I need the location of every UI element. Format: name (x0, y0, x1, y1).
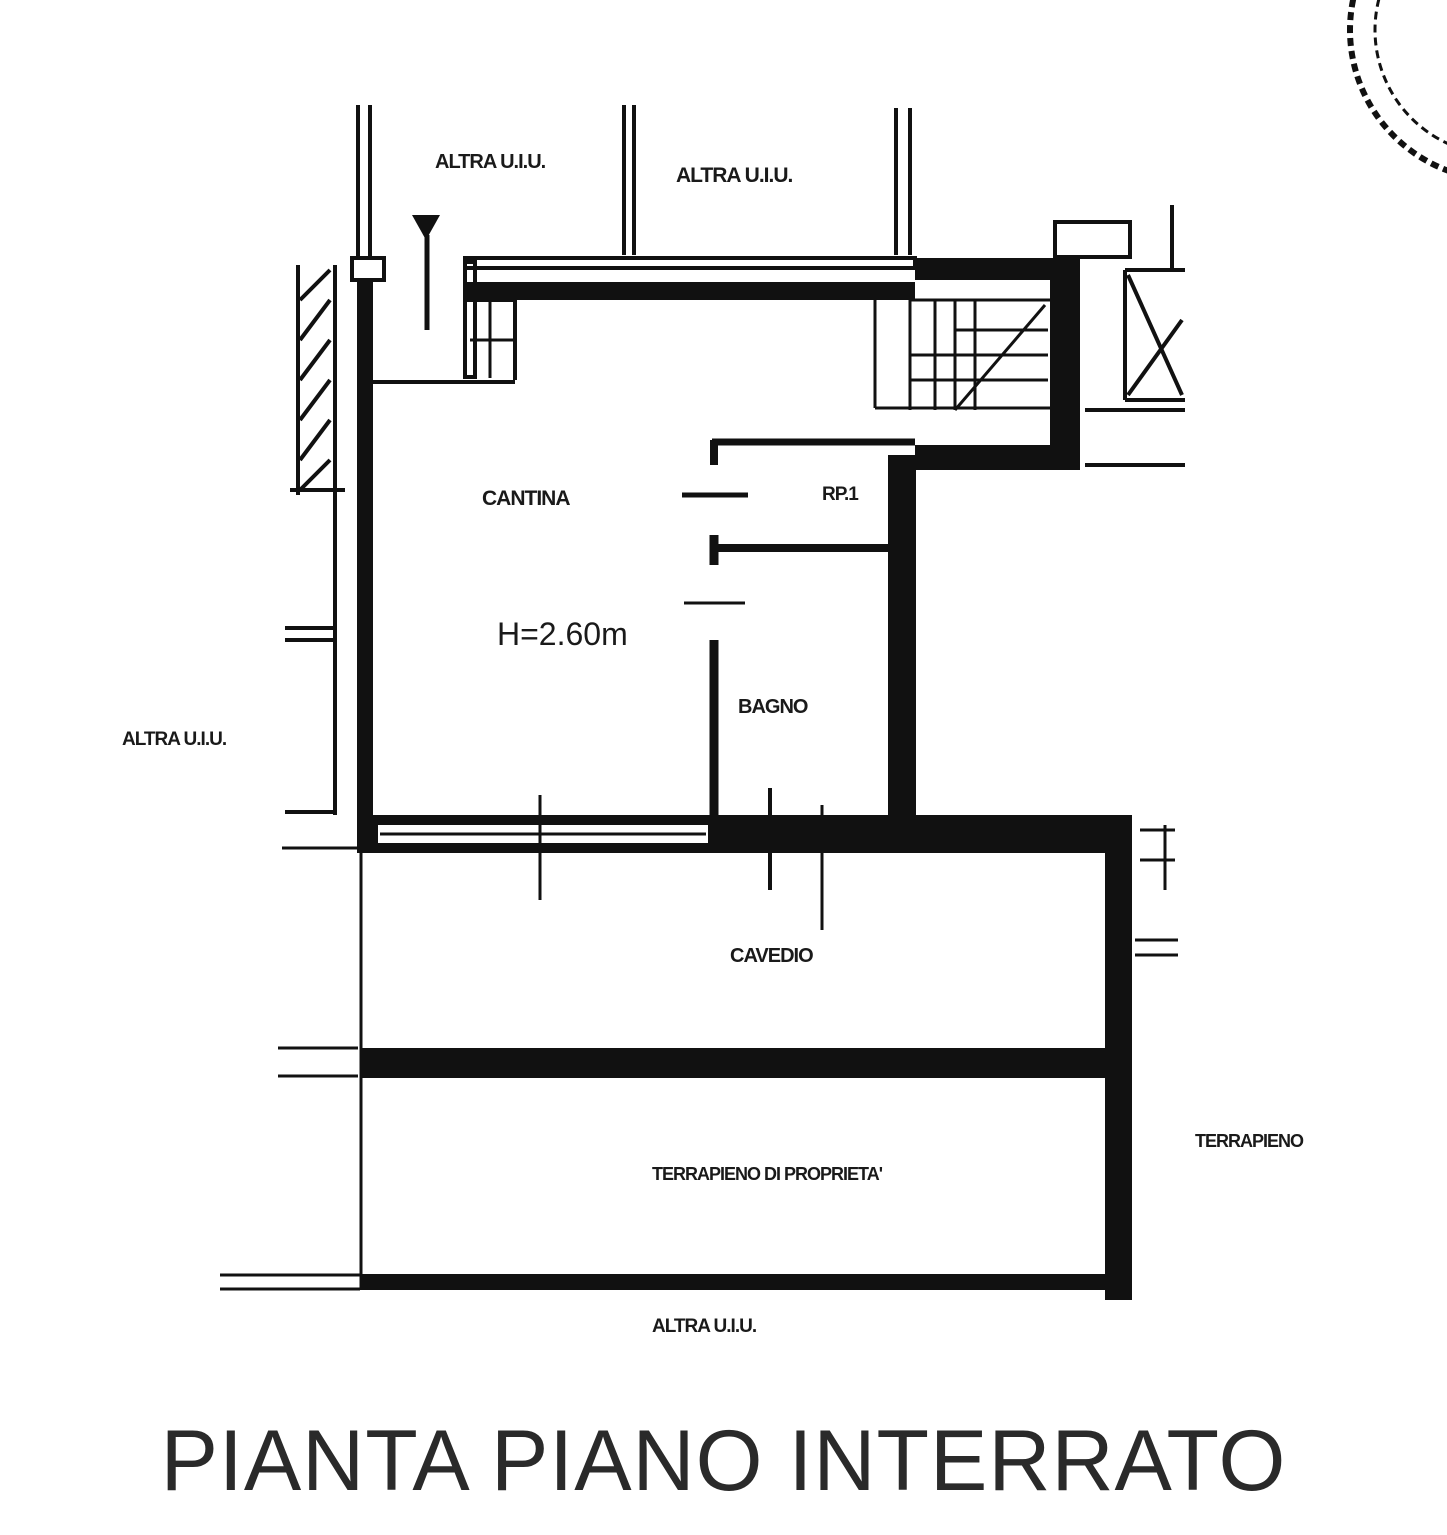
label-altra-uiu-bottom: ALTRA U.I.U. (652, 1316, 756, 1337)
label-altra-uiu-left: ALTRA U.I.U. (122, 729, 226, 750)
left-neighbor-stair (285, 265, 345, 815)
label-height: H=2.60m (497, 616, 628, 652)
right-wall (1105, 825, 1132, 1300)
stamp-seal (1347, 0, 1447, 174)
middle-wall (282, 788, 1178, 957)
label-cantina: CANTINA (482, 487, 570, 510)
north-arrow-icon (412, 215, 440, 330)
label-terrapieno: TERRAPIENO (1195, 1131, 1304, 1151)
top-wall (350, 256, 917, 384)
label-rp: RP.1 (822, 484, 859, 505)
label-cavedio: CAVEDIO (730, 945, 813, 967)
staircase (873, 220, 1132, 470)
label-terrapieno-di-proprieta: TERRAPIENO DI PROPRIETA' (652, 1164, 883, 1184)
left-wall (357, 280, 373, 835)
label-bagno: BAGNO (738, 696, 808, 718)
top-party-walls (356, 105, 1174, 270)
retaining-wall (278, 1046, 1105, 1078)
plan-title: PIANTA PIANO INTERRATO (160, 1413, 1287, 1509)
partitions (682, 438, 916, 825)
bottom-wall (220, 1273, 1130, 1291)
lift-box (1085, 268, 1185, 467)
label-altra-uiu-top-left: ALTRA U.I.U. (435, 151, 546, 173)
label-altra-uiu-top-middle: ALTRA U.I.U. (676, 164, 792, 187)
